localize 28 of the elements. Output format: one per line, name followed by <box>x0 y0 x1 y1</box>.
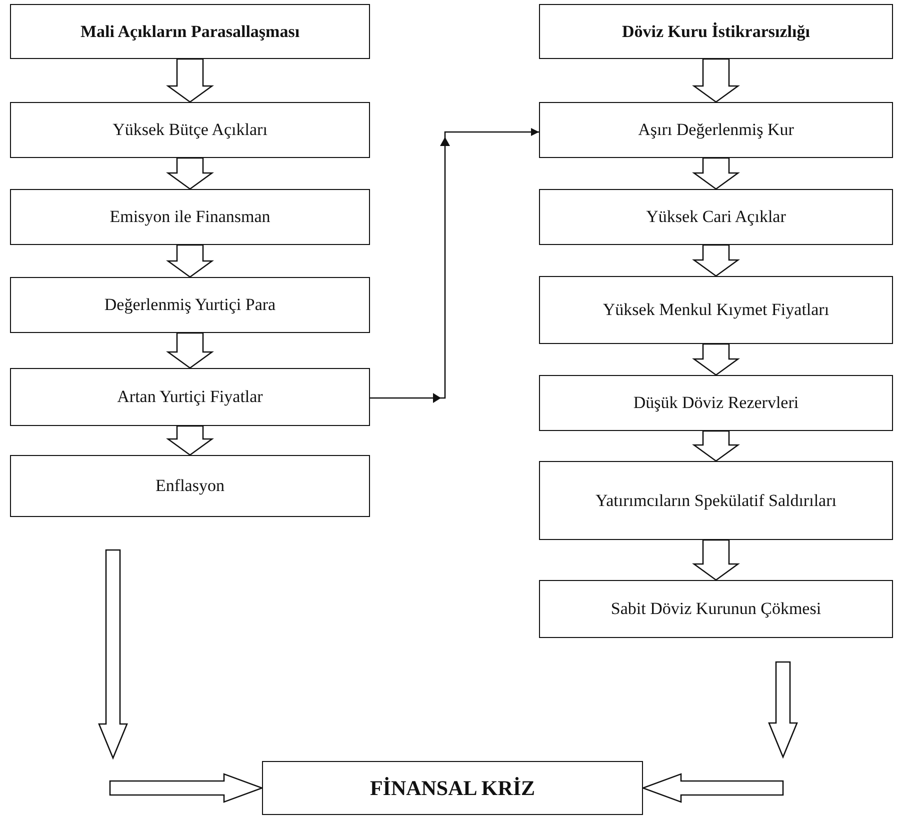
box-text: Artan Yurtiçi Fiyatlar <box>116 386 264 408</box>
process-box <box>539 580 893 638</box>
process-box <box>262 761 643 815</box>
process-box <box>10 368 370 426</box>
box-text: Değerlenmiş Yurtiçi Para <box>103 294 277 316</box>
process-box <box>10 4 370 59</box>
process-box <box>10 189 370 245</box>
process-box <box>539 461 893 540</box>
box-text: Enflasyon <box>154 475 226 497</box>
box-text: Aşırı Değerlenmiş Kur <box>637 119 795 141</box>
process-box <box>539 375 893 431</box>
box-text: Düşük Döviz Rezervleri <box>632 392 800 414</box>
process-box <box>10 102 370 158</box>
process-box <box>539 189 893 245</box>
process-box <box>539 4 893 59</box>
process-box <box>539 102 893 158</box>
box-text: Sabit Döviz Kurunun Çökmesi <box>610 598 822 620</box>
box-heading: Mali Açıkların Parasallaşması <box>79 20 301 42</box>
box-text: Yüksek Cari Açıklar <box>645 206 787 228</box>
box-text: Yatırımcıların Spekülatif Saldırıları <box>594 490 838 512</box>
process-box <box>539 276 893 344</box>
box-text: Emisyon ile Finansman <box>108 206 272 228</box>
box-text: Yüksek Menkul Kıymet Fiyatları <box>602 299 830 321</box>
box-heading: FİNANSAL KRİZ <box>368 774 536 802</box>
process-box <box>10 277 370 333</box>
process-box <box>10 455 370 517</box>
box-heading: Döviz Kuru İstikrarsızlığı <box>621 20 811 42</box>
box-text: Yüksek Bütçe Açıkları <box>112 119 268 141</box>
